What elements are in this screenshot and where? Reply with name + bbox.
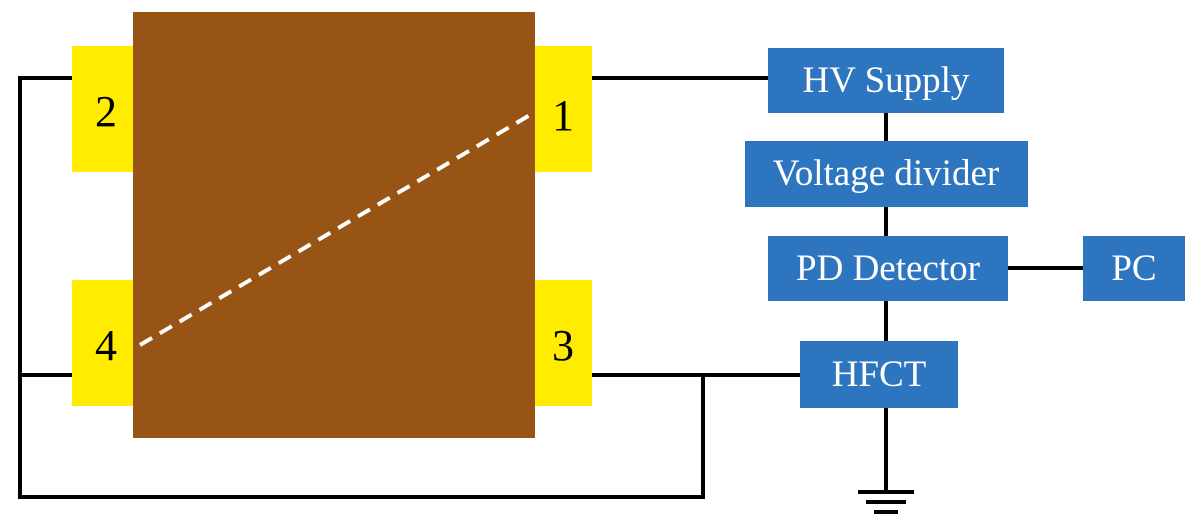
- ground-symbol-icon: [858, 490, 914, 514]
- pd-detector-block: PD Detector: [768, 236, 1008, 301]
- pd-detector-label: PD Detector: [796, 248, 980, 289]
- electrode-3-label-top: 3: [552, 321, 574, 370]
- hfct-label: HFCT: [832, 354, 927, 395]
- electrode-4: 4: [72, 280, 138, 406]
- electrode-label-overlay: 1 3: [535, 46, 592, 406]
- electrode-2: 2: [72, 46, 138, 172]
- wire-left-loop: [18, 76, 705, 499]
- wiring: [18, 76, 1085, 499]
- sample-block: [133, 12, 535, 438]
- voltage-divider-label: Voltage divider: [773, 153, 999, 194]
- pc-block: PC: [1083, 236, 1185, 301]
- defect-path: [138, 110, 537, 347]
- electrode-2-label: 2: [95, 87, 117, 136]
- hv-supply-label: HV Supply: [803, 60, 970, 101]
- voltage-divider-block: Voltage divider: [745, 141, 1028, 207]
- electrode-4-label: 4: [95, 321, 117, 370]
- hv-supply-block: HV Supply: [768, 48, 1004, 113]
- electrode-1-label-top: 1: [552, 91, 574, 140]
- hfct-block: HFCT: [800, 341, 958, 408]
- pc-label: PC: [1111, 248, 1156, 289]
